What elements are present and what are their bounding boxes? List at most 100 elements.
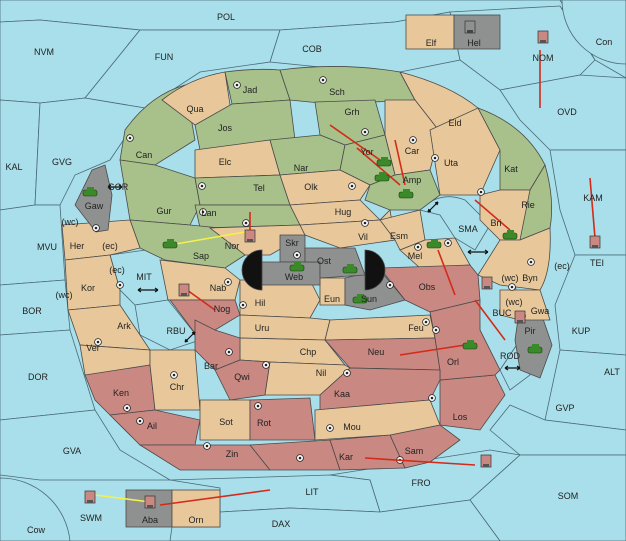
supply-centre-dot — [96, 340, 100, 344]
region-gvp[interactable] — [489, 404, 626, 456]
label-ovd: OVD — [557, 107, 577, 117]
move-arrow — [589, 177, 596, 239]
supply-centre-dot — [363, 221, 367, 225]
label-rie: Rie — [521, 200, 535, 210]
coast-tag-byn-ec: (ec) — [554, 261, 570, 271]
supply-centre-dot — [264, 363, 268, 367]
passage-arrow-rbu — [184, 331, 196, 343]
supply-centre-dot — [118, 283, 122, 287]
label-chr: Chr — [170, 382, 185, 392]
region-alt[interactable] — [544, 349, 626, 431]
region-kor[interactable] — [64, 254, 121, 311]
region-uta[interactable] — [429, 107, 501, 196]
region-tel[interactable] — [194, 174, 291, 206]
fleet-unit[interactable] — [464, 20, 476, 34]
region-ail[interactable] — [109, 409, 201, 446]
fleet-unit[interactable] — [178, 283, 190, 297]
army-unit[interactable] — [426, 239, 442, 249]
supply-centre-dot — [235, 83, 239, 87]
label-swm: SWM — [80, 513, 102, 523]
fleet-unit[interactable] — [144, 495, 156, 509]
fleet-unit[interactable] — [589, 235, 601, 249]
region-qua[interactable] — [161, 71, 233, 126]
label-nvm: NVM — [34, 47, 54, 57]
move-arrow — [364, 457, 476, 466]
label-los: Los — [453, 412, 468, 422]
supply-centre-dot — [226, 280, 230, 284]
move-arrow — [437, 249, 456, 296]
label-nab: Nab — [210, 283, 227, 293]
fleet-unit[interactable] — [244, 229, 256, 243]
move-arrow — [474, 299, 506, 341]
label-som: SOM — [558, 491, 579, 501]
region-cow[interactable] — [0, 477, 71, 541]
coast-tag-kor-ec: (ec) — [109, 265, 125, 275]
region-rbu[interactable] — [134, 299, 201, 351]
region-orn[interactable] — [171, 489, 221, 528]
supply-centre-dot — [321, 78, 325, 82]
label-gaw: Gaw — [85, 201, 104, 211]
label-gur: Gur — [156, 206, 171, 216]
army-unit[interactable] — [342, 264, 358, 274]
fleet-unit[interactable] — [481, 276, 493, 290]
label-feu: Feu — [408, 323, 424, 333]
label-ver: Ver — [86, 343, 100, 353]
region-kal[interactable] — [0, 99, 41, 211]
label-sch: Sch — [329, 87, 345, 97]
region-sch[interactable] — [279, 66, 416, 105]
label-hel: Hel — [467, 38, 481, 48]
army-unit[interactable] — [462, 340, 478, 350]
region-gaw[interactable] — [74, 164, 113, 233]
fleet-unit[interactable] — [480, 454, 492, 468]
label-skr: Skr — [285, 238, 299, 248]
army-unit[interactable] — [352, 294, 368, 304]
army-unit[interactable] — [502, 230, 518, 240]
region-gwa[interactable] — [499, 289, 551, 321]
label-kor: Kor — [81, 283, 95, 293]
region-mvu[interactable] — [0, 204, 66, 286]
label-tel: Tel — [253, 183, 265, 193]
label-yor: Yor — [360, 147, 373, 157]
region-hel[interactable] — [453, 14, 501, 50]
label-mit: MIT — [136, 272, 152, 282]
region-olk[interactable] — [279, 169, 371, 206]
supply-centre-dot — [128, 136, 132, 140]
region-ovd[interactable] — [499, 74, 626, 151]
region-uru[interactable] — [239, 314, 331, 341]
orders-layer — [94, 50, 596, 506]
army-unit[interactable] — [376, 157, 392, 167]
army-unit[interactable] — [527, 344, 543, 354]
label-ken: Ken — [113, 388, 129, 398]
region-gva[interactable] — [0, 409, 172, 481]
region-mou[interactable] — [314, 399, 441, 441]
army-unit[interactable] — [374, 172, 390, 182]
army-unit[interactable] — [162, 239, 178, 249]
army-units — [82, 157, 543, 354]
label-gwa: Gwa — [531, 306, 550, 316]
army-unit[interactable] — [398, 189, 414, 199]
fleet-unit[interactable] — [514, 310, 526, 324]
region-jos[interactable] — [194, 99, 296, 151]
fleet-unit[interactable] — [84, 490, 96, 504]
supply-centre-dot — [345, 371, 349, 375]
label-rbu: RBU — [166, 326, 185, 336]
fleet-unit[interactable] — [537, 30, 549, 44]
army-unit[interactable] — [289, 262, 305, 272]
region-som[interactable] — [469, 454, 626, 541]
label-orl: Orl — [447, 357, 459, 367]
region-ark[interactable] — [67, 304, 151, 351]
label-can: Can — [136, 150, 153, 160]
region-byn[interactable] — [477, 227, 551, 291]
label-sma: SMA — [458, 224, 478, 234]
region-chr[interactable] — [149, 349, 201, 411]
label-pol: POL — [217, 12, 235, 22]
label-sot: Sot — [219, 417, 233, 427]
region-elf[interactable] — [405, 14, 455, 50]
label-lit: LIT — [305, 487, 319, 497]
label-qua: Qua — [186, 104, 203, 114]
label-orn: Orn — [188, 515, 203, 525]
label-gvg: GVG — [52, 157, 72, 167]
army-unit[interactable] — [82, 187, 98, 197]
region-her[interactable] — [61, 219, 141, 261]
